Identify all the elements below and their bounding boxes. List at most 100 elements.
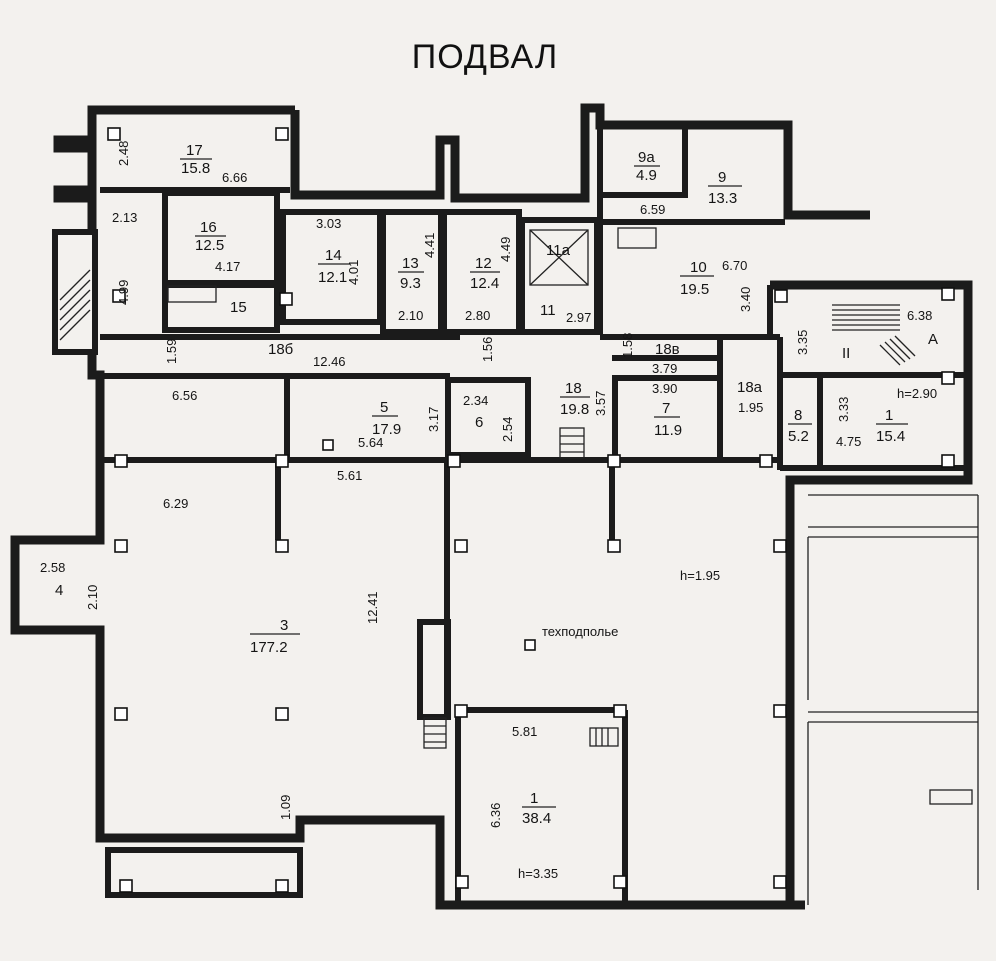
- dimension-labels: 2.48 6.66 2.13 4.99 4.17 3.03 4.01 4.41 …: [40, 141, 932, 828]
- stair-label-ii: II: [842, 345, 850, 362]
- svg-text:1.58: 1.58: [620, 333, 635, 358]
- svg-text:5.64: 5.64: [358, 435, 383, 450]
- room15-box: [162, 282, 280, 333]
- room-area: 15.8: [181, 160, 210, 177]
- svg-text:2.10: 2.10: [398, 308, 423, 323]
- svg-text:2.48: 2.48: [116, 141, 131, 166]
- room-number: 18: [565, 380, 582, 397]
- svg-text:12.46: 12.46: [313, 354, 346, 369]
- svg-text:6.56: 6.56: [172, 388, 197, 403]
- svg-text:3.90: 3.90: [652, 381, 677, 396]
- room-number: 18б: [268, 341, 293, 358]
- niche-box: [105, 847, 303, 898]
- svg-text:4.41: 4.41: [422, 233, 437, 258]
- outer-wall: [290, 103, 870, 220]
- room-number: 11а: [546, 242, 571, 259]
- room-area: 38.4: [522, 810, 551, 827]
- svg-text:5.61: 5.61: [337, 468, 362, 483]
- stair-mid: [559, 427, 585, 459]
- height-label: h=1.95: [680, 568, 720, 583]
- room-number: 18в: [655, 341, 680, 358]
- room-number: 3: [280, 617, 288, 634]
- room-area: 12.4: [470, 275, 499, 292]
- room-number: 7: [662, 400, 670, 417]
- svg-text:3.40: 3.40: [738, 287, 753, 312]
- room-area: 15.4: [876, 428, 905, 445]
- svg-text:4.99: 4.99: [116, 280, 131, 305]
- svg-text:3.33: 3.33: [836, 397, 851, 422]
- svg-text:2.58: 2.58: [40, 560, 65, 575]
- svg-text:2.34: 2.34: [463, 393, 488, 408]
- svg-text:6.66: 6.66: [222, 170, 247, 185]
- room-area: 177.2: [250, 639, 288, 656]
- room-area: 19.5: [680, 281, 709, 298]
- svg-text:6.36: 6.36: [488, 803, 503, 828]
- room-area: 12.5: [195, 237, 224, 254]
- room-number: 11: [540, 302, 556, 319]
- svg-text:3.35: 3.35: [795, 330, 810, 355]
- plan-title: ПОДВАЛ: [411, 38, 559, 76]
- svg-text:2.13: 2.13: [112, 210, 137, 225]
- room9a-box: [597, 122, 688, 198]
- svg-text:6.38: 6.38: [907, 308, 932, 323]
- room-number: 1: [530, 790, 538, 807]
- svg-text:2.97: 2.97: [566, 310, 591, 325]
- technical-floor-label: техподполье: [542, 624, 618, 639]
- svg-text:3.57: 3.57: [593, 391, 608, 416]
- room-number: 13: [402, 255, 419, 272]
- stair-block-left: [52, 229, 98, 355]
- duct-box: [417, 619, 451, 720]
- svg-text:1.09: 1.09: [278, 795, 293, 820]
- height-label: h=2.90: [897, 386, 937, 401]
- room6-box: [445, 377, 531, 458]
- room-area: 9.3: [400, 275, 421, 292]
- room-number: 15: [230, 299, 247, 316]
- room-number: 4: [55, 582, 63, 599]
- svg-text:4.49: 4.49: [498, 237, 513, 262]
- room-number: 9а: [638, 149, 655, 166]
- stair-left: [59, 269, 91, 341]
- room-number: 5: [380, 399, 388, 416]
- outer-wall-left-lower: [10, 355, 805, 910]
- room-area: 17.9: [372, 421, 401, 438]
- room-number: 17: [186, 142, 203, 159]
- svg-text:12.41: 12.41: [365, 591, 380, 624]
- svg-text:2.54: 2.54: [500, 417, 515, 442]
- room-area: 19.8: [560, 401, 589, 418]
- room-number: 8: [794, 407, 802, 424]
- fixture: [617, 227, 657, 249]
- outer-wall-right: [770, 280, 973, 905]
- svg-text:3.17: 3.17: [426, 407, 441, 432]
- room-labels: 17 15.8 16 12.5 15 14 12.1 13 9.3 12 12.…: [55, 142, 908, 827]
- fixture: [167, 285, 217, 303]
- stair-right: [832, 304, 916, 366]
- svg-text:1.59: 1.59: [164, 339, 179, 364]
- svg-text:3.03: 3.03: [316, 216, 341, 231]
- svg-text:2.10: 2.10: [85, 585, 100, 610]
- room-area: 13.3: [708, 190, 737, 207]
- svg-text:4.01: 4.01: [346, 260, 361, 285]
- svg-text:6.59: 6.59: [640, 202, 665, 217]
- svg-text:2.80: 2.80: [465, 308, 490, 323]
- svg-text:1.95: 1.95: [738, 400, 763, 415]
- room-area: 11.9: [654, 422, 682, 439]
- room-area: 5.2: [788, 428, 809, 445]
- svg-text:6.29: 6.29: [163, 496, 188, 511]
- stair-lower-mid: [423, 717, 619, 749]
- svg-text:6.70: 6.70: [722, 258, 747, 273]
- svg-text:5.81: 5.81: [512, 724, 537, 739]
- svg-text:4.75: 4.75: [836, 434, 861, 449]
- room-number: 18а: [737, 379, 763, 396]
- svg-text:3.79: 3.79: [652, 361, 677, 376]
- room-number: 9: [718, 169, 726, 186]
- room-number: 16: [200, 219, 217, 236]
- room-number: 12: [475, 255, 492, 272]
- svg-text:1.56: 1.56: [480, 337, 495, 362]
- svg-text:4.17: 4.17: [215, 259, 240, 274]
- room-number: 10: [690, 259, 707, 276]
- columns: [107, 127, 955, 893]
- room-number: 14: [325, 247, 342, 264]
- height-label: h=3.35: [518, 866, 558, 881]
- stair-label-a: А: [928, 331, 938, 348]
